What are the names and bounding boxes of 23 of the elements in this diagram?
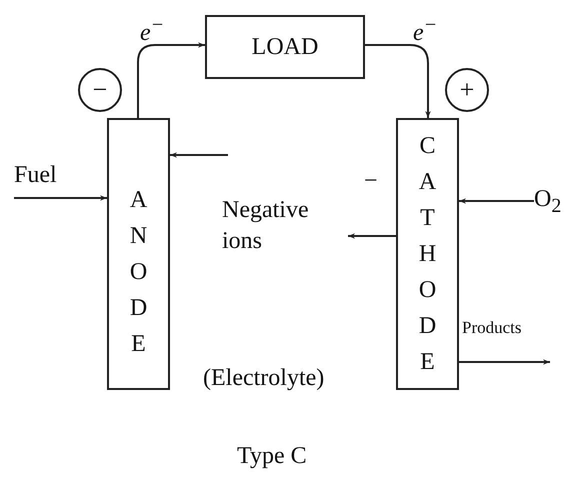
edge-label: Products <box>462 318 522 338</box>
arrow <box>14 195 107 201</box>
terminal-circle: + <box>445 68 489 112</box>
electrode-box <box>396 118 459 390</box>
region-label: (Electrolyte) <box>203 365 324 393</box>
arrow <box>348 233 396 239</box>
electrode-label: A N O D E <box>128 186 148 359</box>
text-label: Negative ions <box>222 195 348 259</box>
arrow <box>459 359 550 365</box>
electrode-label: C A T H O D E <box>418 132 438 377</box>
edge-label: e$^{−}$ <box>140 14 164 48</box>
edge-label: e$^{−}$ <box>413 14 438 48</box>
caption: Type C <box>237 443 307 471</box>
text-label: O$_{2}$ <box>534 184 570 220</box>
electrode-box <box>107 118 170 390</box>
arrow <box>459 198 534 204</box>
load-box: LOAD <box>205 15 365 79</box>
charge-sign: − <box>364 168 378 196</box>
arrow <box>137 42 205 118</box>
terminal-circle: − <box>78 68 122 112</box>
arrow <box>365 44 431 118</box>
arrow <box>170 152 228 158</box>
text-label: Fuel <box>14 160 76 204</box>
